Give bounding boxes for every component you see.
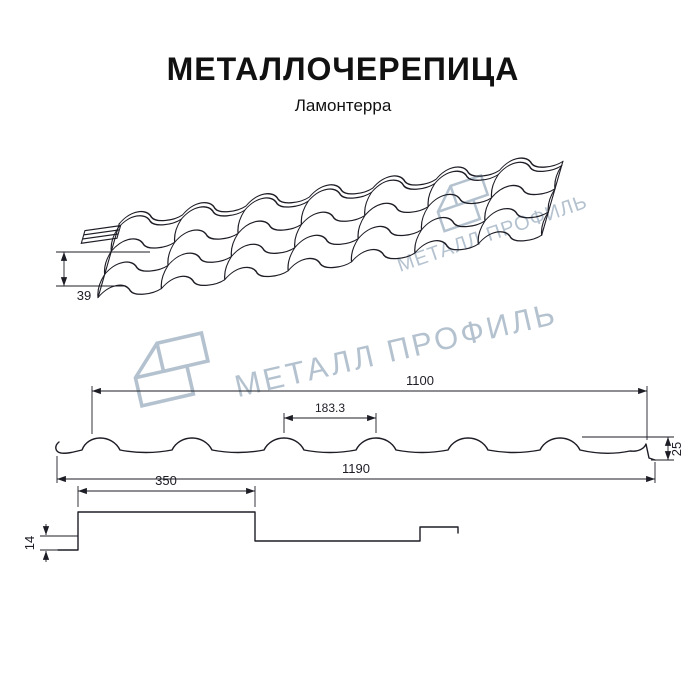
- metall-profil-logo-icon: [133, 330, 211, 409]
- cross-section-profile: [55, 437, 656, 461]
- dim-label-1190: 1190: [342, 461, 370, 476]
- watermark-small: МЕТАЛЛ ПРОФИЛЬ: [394, 173, 591, 277]
- tile-row-top-edge: [117, 151, 567, 228]
- watermark-large: МЕТАЛЛ ПРОФИЛЬ: [133, 296, 561, 409]
- dim-label-39: 39: [77, 288, 91, 303]
- panel-side-edges: [97, 160, 564, 299]
- dim-label-14: 14: [22, 536, 37, 550]
- dim-label-183: 183.3: [315, 401, 345, 415]
- cross-section: [55, 437, 656, 551]
- watermark-text: МЕТАЛЛ ПРОФИЛЬ: [231, 296, 560, 404]
- page-title: МЕТАЛЛОЧЕРЕПИЦА: [167, 51, 520, 87]
- panel-3d-view: [80, 151, 567, 302]
- dim-label-25: 25: [669, 442, 684, 456]
- dim-label-1100: 1100: [406, 373, 434, 388]
- dim-label-350: 350: [155, 473, 177, 488]
- ridge-strip: [80, 224, 122, 244]
- longitudinal-step-profile: [57, 511, 459, 551]
- metall-profil-logo-icon: [436, 173, 490, 233]
- dimension-labels: 39 1100 183.3 25 1190 350 14: [22, 288, 684, 550]
- dimension-lines: [40, 251, 674, 562]
- page-subtitle: Ламонтерра: [295, 96, 392, 115]
